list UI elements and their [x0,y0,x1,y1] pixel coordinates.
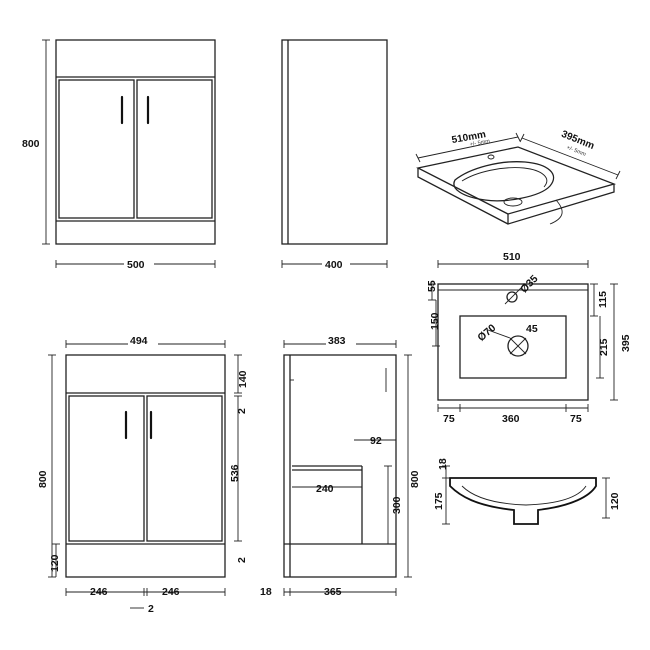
section-outer-depth-label: 175 [433,492,445,510]
plan-right-top-label: 115 [597,291,609,308]
front-bottom-door-gap-label: 2 [148,603,154,615]
plan-left-margin-label: 75 [443,413,455,425]
plan-angle-label: 45 [526,323,538,335]
side-bottom-base-depth-label: 365 [324,586,342,598]
front-bottom-width-label: 494 [130,335,148,347]
plan-tap-offset-label: 150 [429,312,441,330]
plan-width-label: 510 [503,251,521,263]
basin-section: 18 175 120 [433,458,621,525]
section-bowl-depth-label: 120 [609,492,621,510]
front-view-top: 800 500 [22,39,216,271]
plan-top-rim-label: 55 [426,280,438,292]
front-bottom-gap-bottom-label: 2 [236,557,248,563]
side-bottom-depth-label: 383 [328,335,346,347]
side-view-bottom: 383 92 240 300 800 18 365 [260,334,421,598]
side-bottom-height-label: 800 [409,470,421,488]
iso-width-tol: +/- 5mm [469,138,490,148]
side-top-depth-label: 400 [325,259,343,271]
plan-tap-hole-label: Ø35 [518,273,541,296]
side-bottom-shelf-depth-label: 240 [316,483,334,495]
side-view-top: 400 [281,39,388,271]
front-bottom-top-panel-label: 140 [237,370,249,388]
front-bottom-door-right-label: 246 [162,586,180,598]
plan-waste-hole-label: Ø70 [475,322,498,344]
front-bottom-plinth-label: 120 [49,554,61,572]
basin-plan: Ø35 Ø70 45 510 55 150 115 215 395 [426,251,632,425]
front-top-width-label: 500 [127,259,145,271]
plan-bowl-width-label: 360 [502,413,520,425]
front-top-height-label: 800 [22,138,40,150]
section-rim-label: 18 [437,458,449,470]
side-bottom-back-gap-label: 18 [260,586,272,598]
side-bottom-shelf-inset-label: 92 [370,435,382,447]
basin-isometric: 510mm +/- 5mm 395mm +/- 5mm [415,129,621,225]
plan-right-bowl-label: 215 [598,338,610,356]
front-bottom-height-label: 800 [37,470,49,488]
front-bottom-door-left-label: 246 [90,586,108,598]
plan-right-margin-label: 75 [570,413,582,425]
side-bottom-shelf-height-label: 300 [391,496,403,514]
front-view-bottom: 494 800 120 140 2 536 2 246 246 2 [37,334,249,615]
front-bottom-gap-top-label: 2 [236,408,248,414]
front-bottom-door-height-label: 536 [229,464,241,482]
plan-overall-depth-label: 395 [620,334,632,352]
